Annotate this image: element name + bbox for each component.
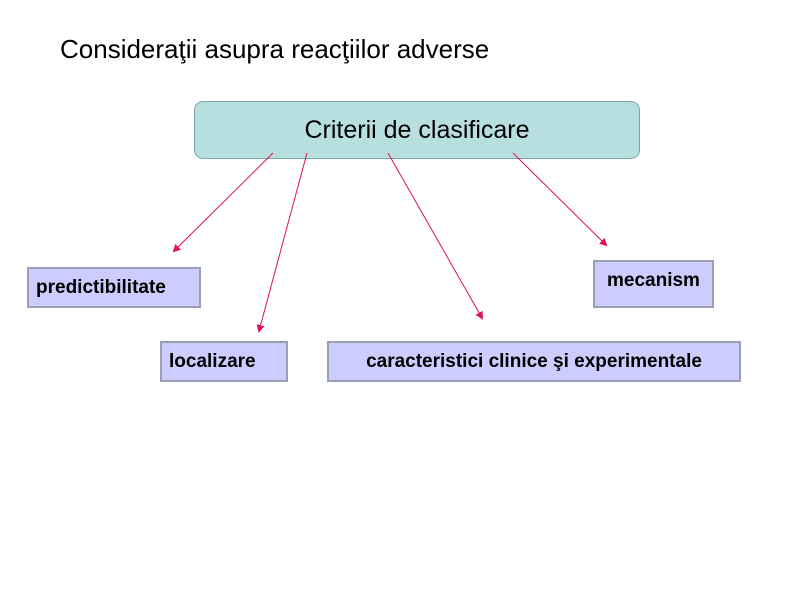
slide-title: Consideraţii asupra reacţiilor adverse [60,34,490,64]
arrow-to-localizare [256,152,308,333]
category-node-caracteristici: caracteristici clinice şi experimentale [327,341,741,382]
arrow-to-caracteristici [387,152,483,320]
category-node-localizare: localizare [160,341,288,382]
arrow-to-mecanism [512,152,608,247]
root-node-criterii-de-clasificare: Criterii de clasificare [194,101,640,159]
category-label-localizare: localizare [169,350,256,372]
category-label-caracteristici: caracteristici clinice şi experimentale [366,350,702,372]
category-node-mecanism: mecanism [593,260,714,308]
root-node-label: Criterii de clasificare [304,115,530,144]
category-label-mecanism: mecanism [607,270,700,291]
category-node-predictibilitate: predictibilitate [27,267,201,308]
category-label-predictibilitate: predictibilitate [36,276,166,298]
arrow-to-predictibilitate [172,152,274,253]
